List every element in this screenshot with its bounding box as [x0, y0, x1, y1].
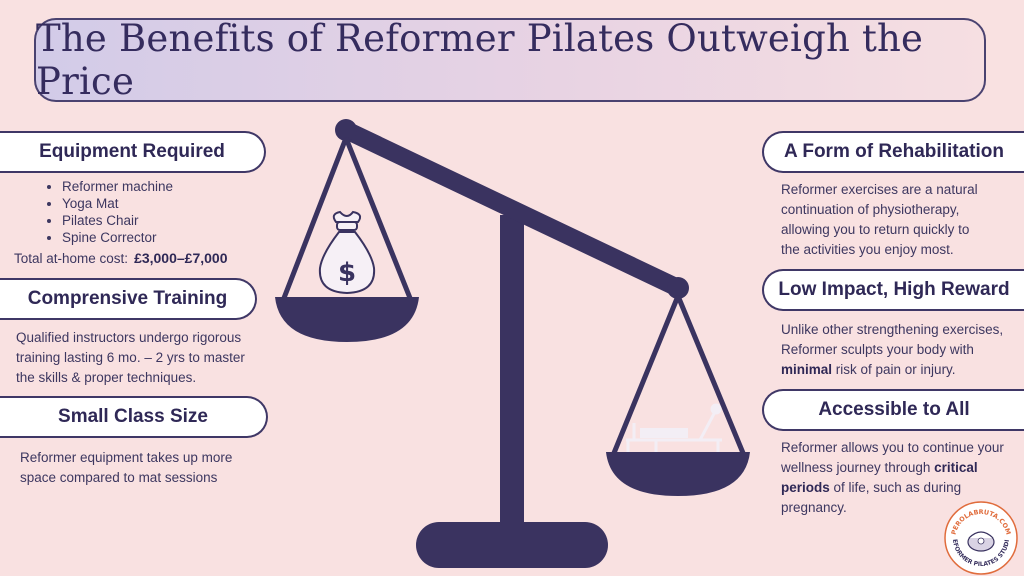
accessible-line: wellness journey through critical	[781, 458, 1004, 478]
accessible-rest: of life, such as during	[829, 480, 962, 495]
rehab-line: the activities you enjoy most.	[781, 242, 954, 257]
title-banner: The Benefits of Reformer Pilates Outweig…	[34, 17, 986, 103]
total-cost-label: Total at-home cost:	[14, 251, 129, 266]
impact-rest: risk of pain or injury.	[832, 362, 956, 377]
class-size-heading: Small Class Size	[0, 396, 268, 438]
accessible-line: periods of life, such as during	[781, 478, 1004, 498]
training-line: Qualified instructors undergo rigorous	[16, 330, 242, 345]
list-item: Reformer machine	[62, 178, 173, 195]
rehab-line: continuation of physiotherapy,	[781, 202, 960, 217]
accessible-pre: wellness journey through	[781, 460, 935, 475]
equipment-list: Reformer machine Yoga Mat Pilates Chair …	[46, 178, 173, 246]
accessible-bold: periods	[781, 480, 830, 495]
page-title: The Benefits of Reformer Pilates Outweig…	[36, 17, 924, 103]
class-size-line: space compared to mat sessions	[20, 470, 218, 485]
rehab-heading: A Form of Rehabilitation	[762, 131, 1024, 173]
impact-heading: Low Impact, High Reward	[762, 269, 1024, 311]
training-heading-label: Comprensive Training	[27, 288, 228, 309]
impact-bold: minimal	[781, 362, 833, 377]
total-cost-value: £3,000–£7,000	[134, 250, 228, 266]
training-text: Qualified instructors undergo rigorous t…	[16, 328, 245, 388]
impact-heading-label: Low Impact, High Reward	[778, 279, 1010, 300]
svg-text:$: $	[338, 258, 356, 288]
training-line: the skills & proper techniques.	[16, 370, 197, 385]
training-heading: Comprensive Training	[0, 278, 257, 320]
accessible-line: pregnancy.	[781, 500, 847, 515]
list-item: Spine Corrector	[62, 229, 173, 246]
accessible-text: Reformer allows you to continue your wel…	[781, 438, 1004, 518]
impact-line: Unlike other strengthening exercises,	[781, 322, 1004, 337]
rehab-line: allowing you to return quickly to	[781, 222, 970, 237]
impact-line: Reformer sculpts your body with	[781, 342, 974, 357]
rehab-text: Reformer exercises are a natural continu…	[781, 180, 978, 260]
accessible-heading-label: Accessible to All	[818, 399, 970, 420]
class-size-line: Reformer equipment takes up more	[20, 450, 233, 465]
equipment-heading: Equipment Required	[0, 131, 266, 173]
impact-line: minimal risk of pain or injury.	[781, 360, 1003, 380]
list-item: Pilates Chair	[62, 212, 173, 229]
reformer-machine-icon	[626, 403, 722, 452]
rehab-heading-label: A Form of Rehabilitation	[784, 141, 1004, 162]
rehab-line: Reformer exercises are a natural	[781, 182, 978, 197]
accessible-bold: critical	[934, 460, 978, 475]
class-size-text: Reformer equipment takes up more space c…	[20, 448, 232, 488]
studio-logo: PEROLABRUTA.COM REFORMER PILATES STUDIO	[943, 500, 1018, 575]
total-cost: Total at-home cost: £3,000–£7,000	[14, 250, 228, 266]
equipment-heading-label: Equipment Required	[39, 141, 225, 162]
accessible-heading: Accessible to All	[762, 389, 1024, 431]
impact-text: Unlike other strengthening exercises, Re…	[781, 320, 1003, 380]
list-item: Yoga Mat	[62, 195, 173, 212]
class-size-heading-label: Small Class Size	[58, 406, 208, 427]
training-line: training lasting 6 mo. – 2 yrs to master	[16, 350, 245, 365]
money-bag-icon: $	[318, 210, 376, 295]
accessible-line: Reformer allows you to continue your	[781, 440, 1004, 455]
